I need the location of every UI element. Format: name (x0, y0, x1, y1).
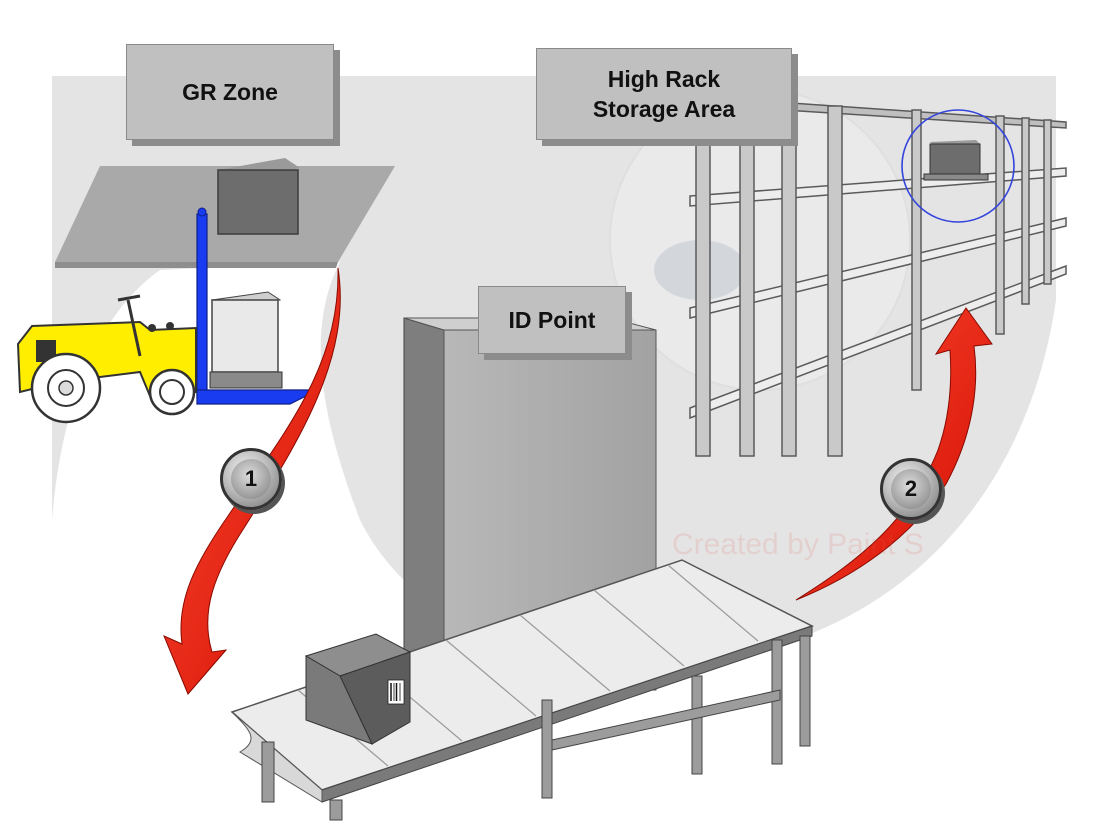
forklift-box (211, 299, 279, 373)
watermark-text: Created by Paint S (672, 528, 924, 561)
id-point-label-text: ID Point (508, 307, 596, 333)
high-rack-label-line1: High Rack (607, 66, 721, 92)
high-rack-storage-label: High Rack Storage Area (536, 48, 792, 140)
step-2-badge: 2 (880, 458, 942, 520)
step-1-badge: 1 (220, 448, 282, 510)
id-point-pillar-side (403, 317, 445, 691)
step-2-number: 2 (891, 469, 931, 509)
forklift-pallet (209, 371, 283, 389)
barcode-icon (387, 679, 405, 705)
high-rack-label-line2: Storage Area (592, 96, 736, 122)
step-1-number: 1 (231, 459, 271, 499)
id-point-label: ID Point (478, 286, 626, 354)
forklift-fork (196, 389, 319, 405)
rack-highlight-circle (901, 109, 1015, 223)
forklift-mast (196, 213, 208, 399)
gr-zone-label-text: GR Zone (182, 79, 278, 105)
gr-box-front (217, 169, 299, 235)
rack-box (929, 143, 981, 175)
gr-zone-label: GR Zone (126, 44, 334, 140)
